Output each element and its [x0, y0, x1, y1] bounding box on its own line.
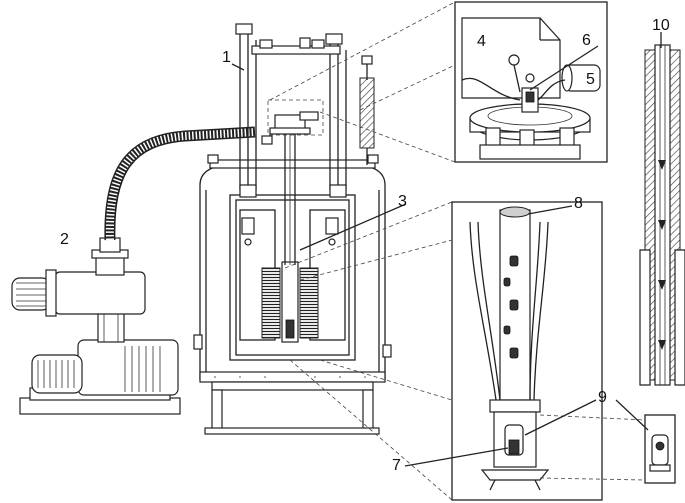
vacuum-pump-unit [11, 237, 181, 415]
label-5: 5 [586, 71, 595, 88]
callout-connector-lines [231, 1, 662, 501]
insert-top-assembly [235, 23, 375, 198]
label-2: 2 [60, 231, 69, 248]
label-7: 7 [392, 457, 401, 474]
cryostat-vessel [193, 130, 392, 435]
flexible-vacuum-hose [104, 126, 256, 241]
label-8: 8 [574, 195, 583, 212]
label-4: 4 [477, 33, 486, 50]
detail-small-box [644, 414, 676, 484]
label-6: 6 [582, 32, 591, 49]
transfer-tube-section [639, 44, 685, 386]
label-10: 10 [652, 17, 670, 34]
detail-top-callout [454, 1, 608, 163]
label-9: 9 [598, 389, 607, 406]
label-1: 1 [222, 49, 231, 66]
label-3: 3 [398, 193, 407, 210]
detail-sample-callout [451, 201, 603, 501]
